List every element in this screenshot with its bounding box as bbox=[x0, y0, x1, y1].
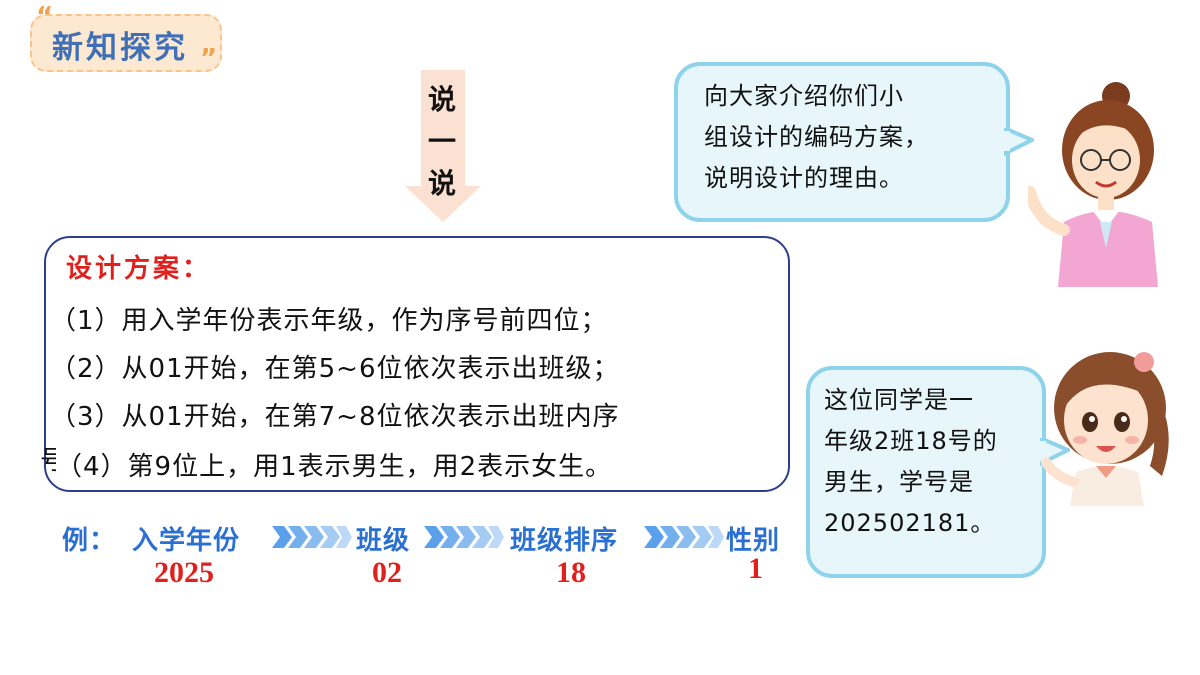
chevron-arrows-icon bbox=[424, 526, 504, 548]
say-char-2: 一 bbox=[428, 125, 457, 158]
example-value-class: 02 bbox=[372, 556, 402, 589]
example-label-class: 班级 bbox=[356, 526, 411, 556]
design-title: 设计方案： bbox=[66, 254, 212, 284]
bubble-tail bbox=[1004, 128, 1034, 157]
say-char-3: 说 bbox=[428, 167, 457, 200]
open-quote-icon: “ bbox=[36, 2, 54, 32]
design-item-4: （4）第9位上，用1表示男生，用2表示女生。 bbox=[56, 446, 613, 483]
design-item-1: （1）用入学年份表示年级，作为序号前四位； bbox=[50, 306, 608, 336]
teacher-line-1: 向大家介绍你们小 bbox=[704, 82, 904, 110]
say-char-1: 说 bbox=[428, 83, 457, 116]
student-line-4: 202502181。 bbox=[824, 509, 996, 537]
teacher-illustration bbox=[1028, 82, 1158, 287]
student-line-2: 年级2班18号的 bbox=[824, 427, 998, 455]
student-line-1: 这位同学是一 bbox=[824, 386, 974, 414]
chevron-arrows-icon bbox=[644, 526, 724, 548]
example-value-order: 18 bbox=[556, 556, 586, 589]
example-label-year: 入学年份 bbox=[132, 526, 241, 556]
example-label-gender: 性别 bbox=[726, 526, 781, 556]
student-speech-bubble bbox=[806, 366, 1046, 578]
teacher-speech-bubble bbox=[674, 62, 1010, 222]
section-badge bbox=[30, 14, 222, 72]
example-prefix: 例： bbox=[62, 526, 117, 556]
teacher-line-2: 组设计的编码方案， bbox=[704, 123, 929, 151]
example-value-year: 2025 bbox=[154, 556, 214, 589]
design-item-2: （2）从01开始，在第5~6位依次表示出班级； bbox=[50, 354, 620, 384]
close-quote-icon: ” bbox=[200, 44, 218, 74]
student-line-3: 男生，学号是 bbox=[824, 468, 974, 496]
design-item-3: （3）从01开始，在第7~8位依次表示出班内序 bbox=[50, 402, 620, 432]
teacher-line-3: 说明设计的理由。 bbox=[704, 164, 904, 192]
example-value-gender: 1 bbox=[748, 552, 763, 585]
chevron-arrows-icon bbox=[272, 526, 352, 548]
down-arrow-icon bbox=[405, 70, 481, 222]
section-title: 新知探究 bbox=[52, 30, 188, 66]
example-label-order: 班级排序 bbox=[510, 526, 619, 556]
girl-illustration bbox=[1041, 352, 1169, 506]
